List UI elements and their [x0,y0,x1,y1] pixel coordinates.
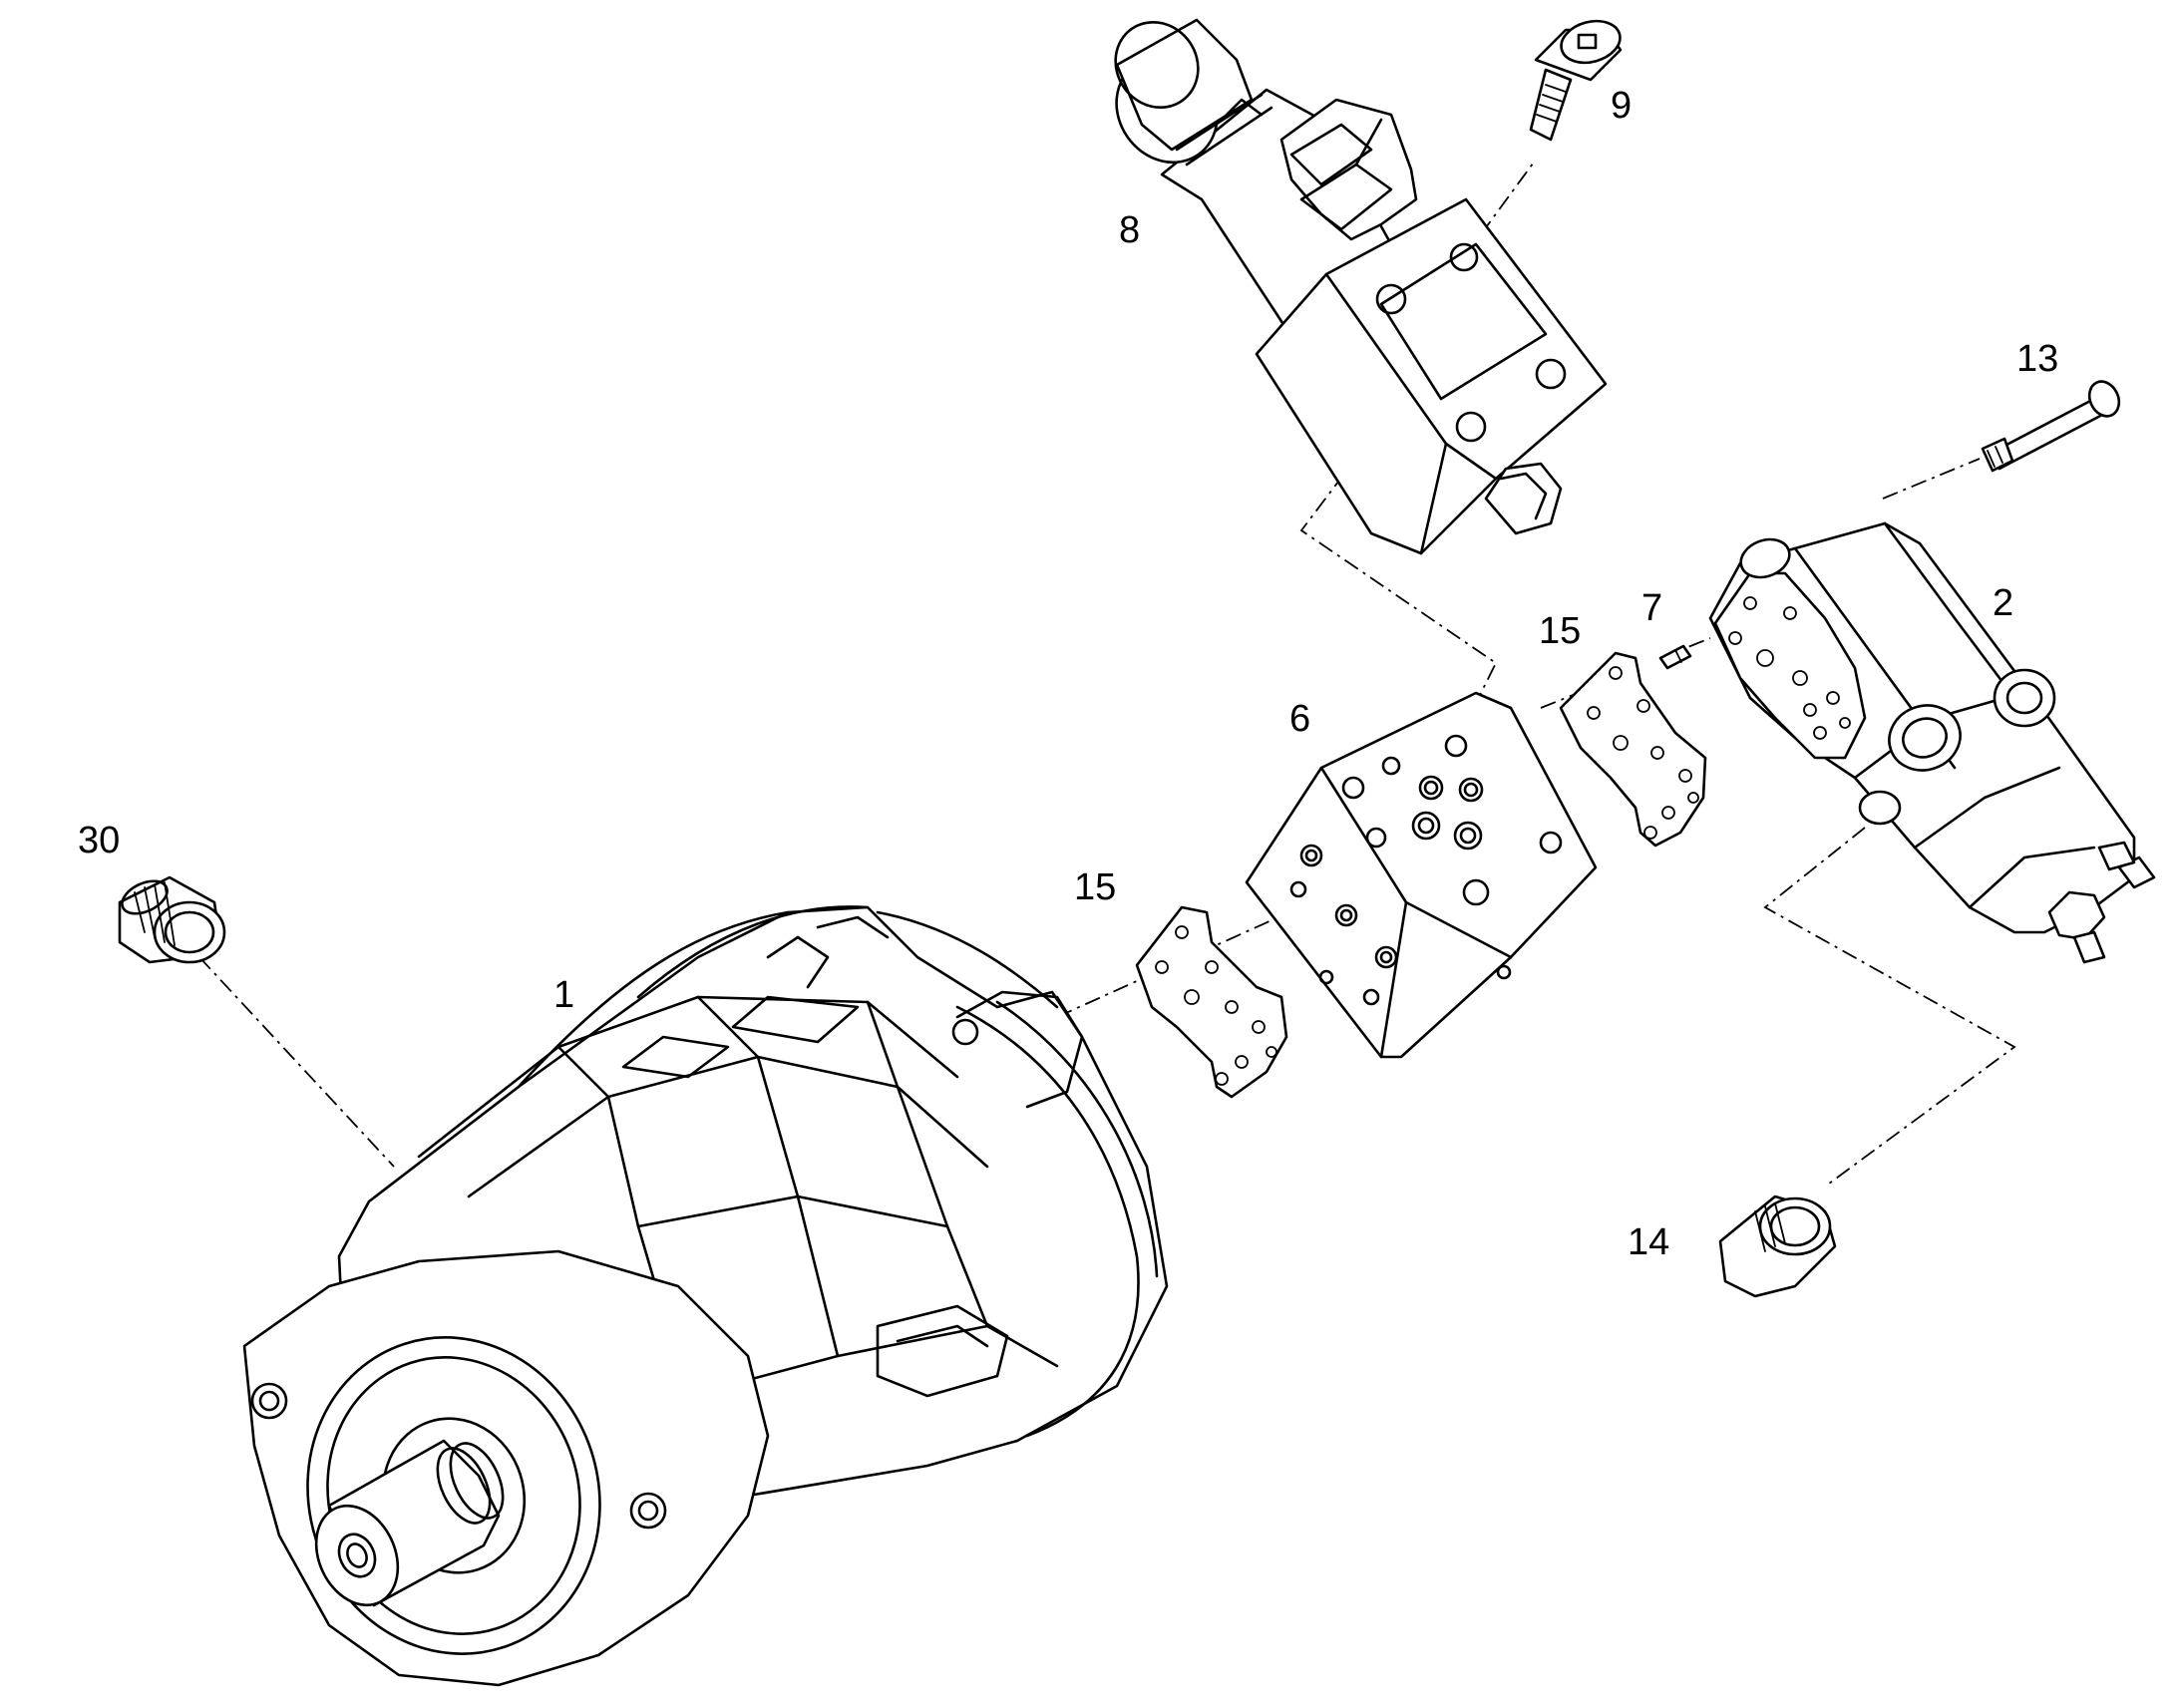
callout-15-left: 15 [1074,866,1116,908]
callout-15-right: 15 [1539,610,1581,652]
callout-labels: 1 2 6 7 8 9 13 14 15 15 30 [78,85,2058,1263]
part-30-plug [118,875,226,964]
part-15-gasket-left [1135,905,1288,1099]
part-8-solenoid-valve [1114,18,1608,555]
part-15-gasket-right [1559,651,1707,848]
part-14-plug [1718,1195,1837,1298]
callout-14: 14 [1628,1221,1669,1263]
callout-6: 6 [1289,698,1310,740]
leader-13-to-2 [1882,458,1981,500]
callout-8: 8 [1119,209,1140,251]
part-9-screw [1529,19,1623,142]
callout-9: 9 [1611,85,1632,127]
leader-9-to-8 [1480,159,1537,235]
callout-30: 30 [78,820,120,861]
part-1-pump [242,905,1169,1687]
part-2-valve-assembly [1708,521,2156,964]
leader-2-to-14 [1763,827,2016,1188]
callout-7: 7 [1641,587,1662,629]
leader-8-to-6 [1299,473,1498,724]
leader-30-to-1 [198,956,395,1168]
part-13-bolt [1981,380,2121,473]
callout-13: 13 [2016,338,2058,380]
callout-2: 2 [1993,582,2013,624]
callout-1: 1 [553,974,574,1016]
part-7-pin [1658,644,1692,670]
part-6-manifold-block [1245,691,1598,1059]
